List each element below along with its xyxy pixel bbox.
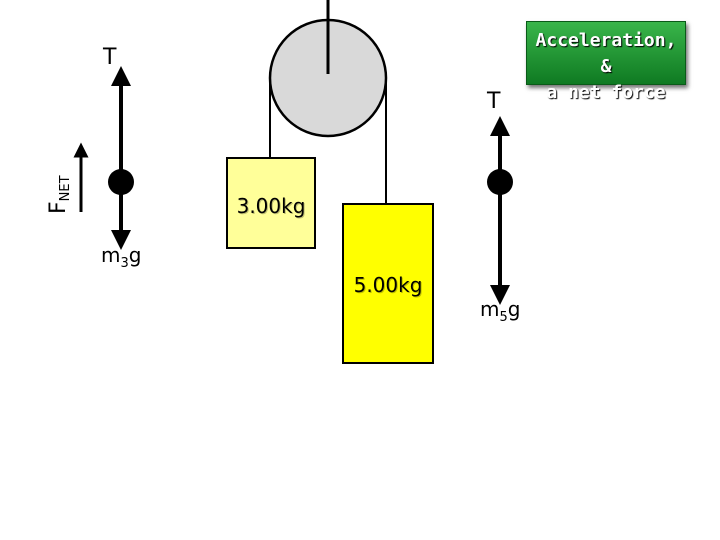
right-free-body-diagram: T m5g	[480, 89, 520, 325]
title-badge-line1: Acceleration, &	[535, 30, 677, 77]
mass-5kg-block	[342, 203, 434, 364]
mass-5kg: 5.00kg 5.00kg	[342, 203, 434, 364]
mass-3kg: 3.00kg 3.00kg	[226, 157, 316, 249]
left-tension-label: T	[102, 45, 117, 70]
right-tension-label: T	[486, 89, 501, 114]
net-force-label: FNET	[46, 175, 73, 214]
mass-5kg-label-shadow: 5.00kg	[355, 274, 424, 298]
mass-3kg-block	[226, 157, 316, 249]
mass-3kg-label: 3.00kg	[237, 194, 306, 218]
right-weight-label: m5g	[480, 297, 520, 325]
mass-5kg-label: 5.00kg	[354, 273, 423, 297]
title-badge: Acceleration, & a net force	[526, 21, 686, 103]
right-body-dot	[487, 169, 513, 195]
left-weight-label: m3g	[101, 243, 141, 271]
mass-3kg-label-shadow: 3.00kg	[238, 195, 307, 219]
title-badge-line2: a net force	[546, 82, 666, 103]
left-body-dot	[108, 169, 134, 195]
left-free-body-diagram: T m3g FNET	[46, 45, 141, 271]
pulley	[268, 0, 388, 204]
